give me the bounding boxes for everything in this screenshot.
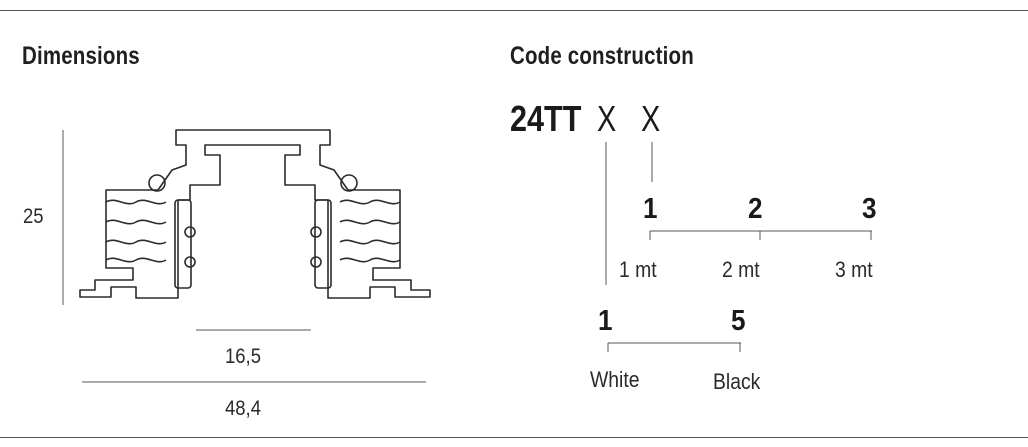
top-divider (0, 10, 1028, 11)
height-label: 25 (23, 205, 44, 228)
color-label-black: Black (713, 369, 761, 394)
color-code-1: 1 (598, 305, 613, 337)
color-label-white: White (590, 367, 640, 392)
right-fin-3 (339, 239, 401, 245)
length-code-1: 1 (643, 193, 658, 225)
code-prefix: 24TT (510, 98, 582, 139)
bottom-divider (0, 437, 1028, 438)
length-code-3: 3 (862, 193, 877, 225)
length-label-3: 3 mt (835, 257, 873, 282)
outer-width-label: 48,4 (225, 397, 261, 420)
left-conductor (174, 199, 192, 289)
left-fin-1 (105, 199, 167, 205)
left-fin-2 (105, 219, 167, 225)
length-label-2: 2 mt (722, 257, 760, 282)
length-code-2: 2 (748, 193, 763, 225)
code-placeholder-color: X (597, 98, 617, 139)
profile-outline (79, 129, 431, 299)
code-construction-title: Code construction (510, 42, 694, 70)
right-fin-1 (339, 199, 401, 205)
color-code-5: 5 (731, 305, 746, 337)
dimensions-title: Dimensions (22, 42, 140, 70)
length-label-1: 1 mt (619, 257, 657, 282)
code-placeholder-length: X (641, 98, 661, 139)
right-fin-2 (339, 219, 401, 225)
left-fin-3 (105, 239, 167, 245)
right-fin-4 (339, 257, 401, 263)
right-conductor (314, 199, 332, 289)
left-fin-4 (105, 257, 167, 263)
inner-width-label: 16,5 (225, 345, 261, 368)
